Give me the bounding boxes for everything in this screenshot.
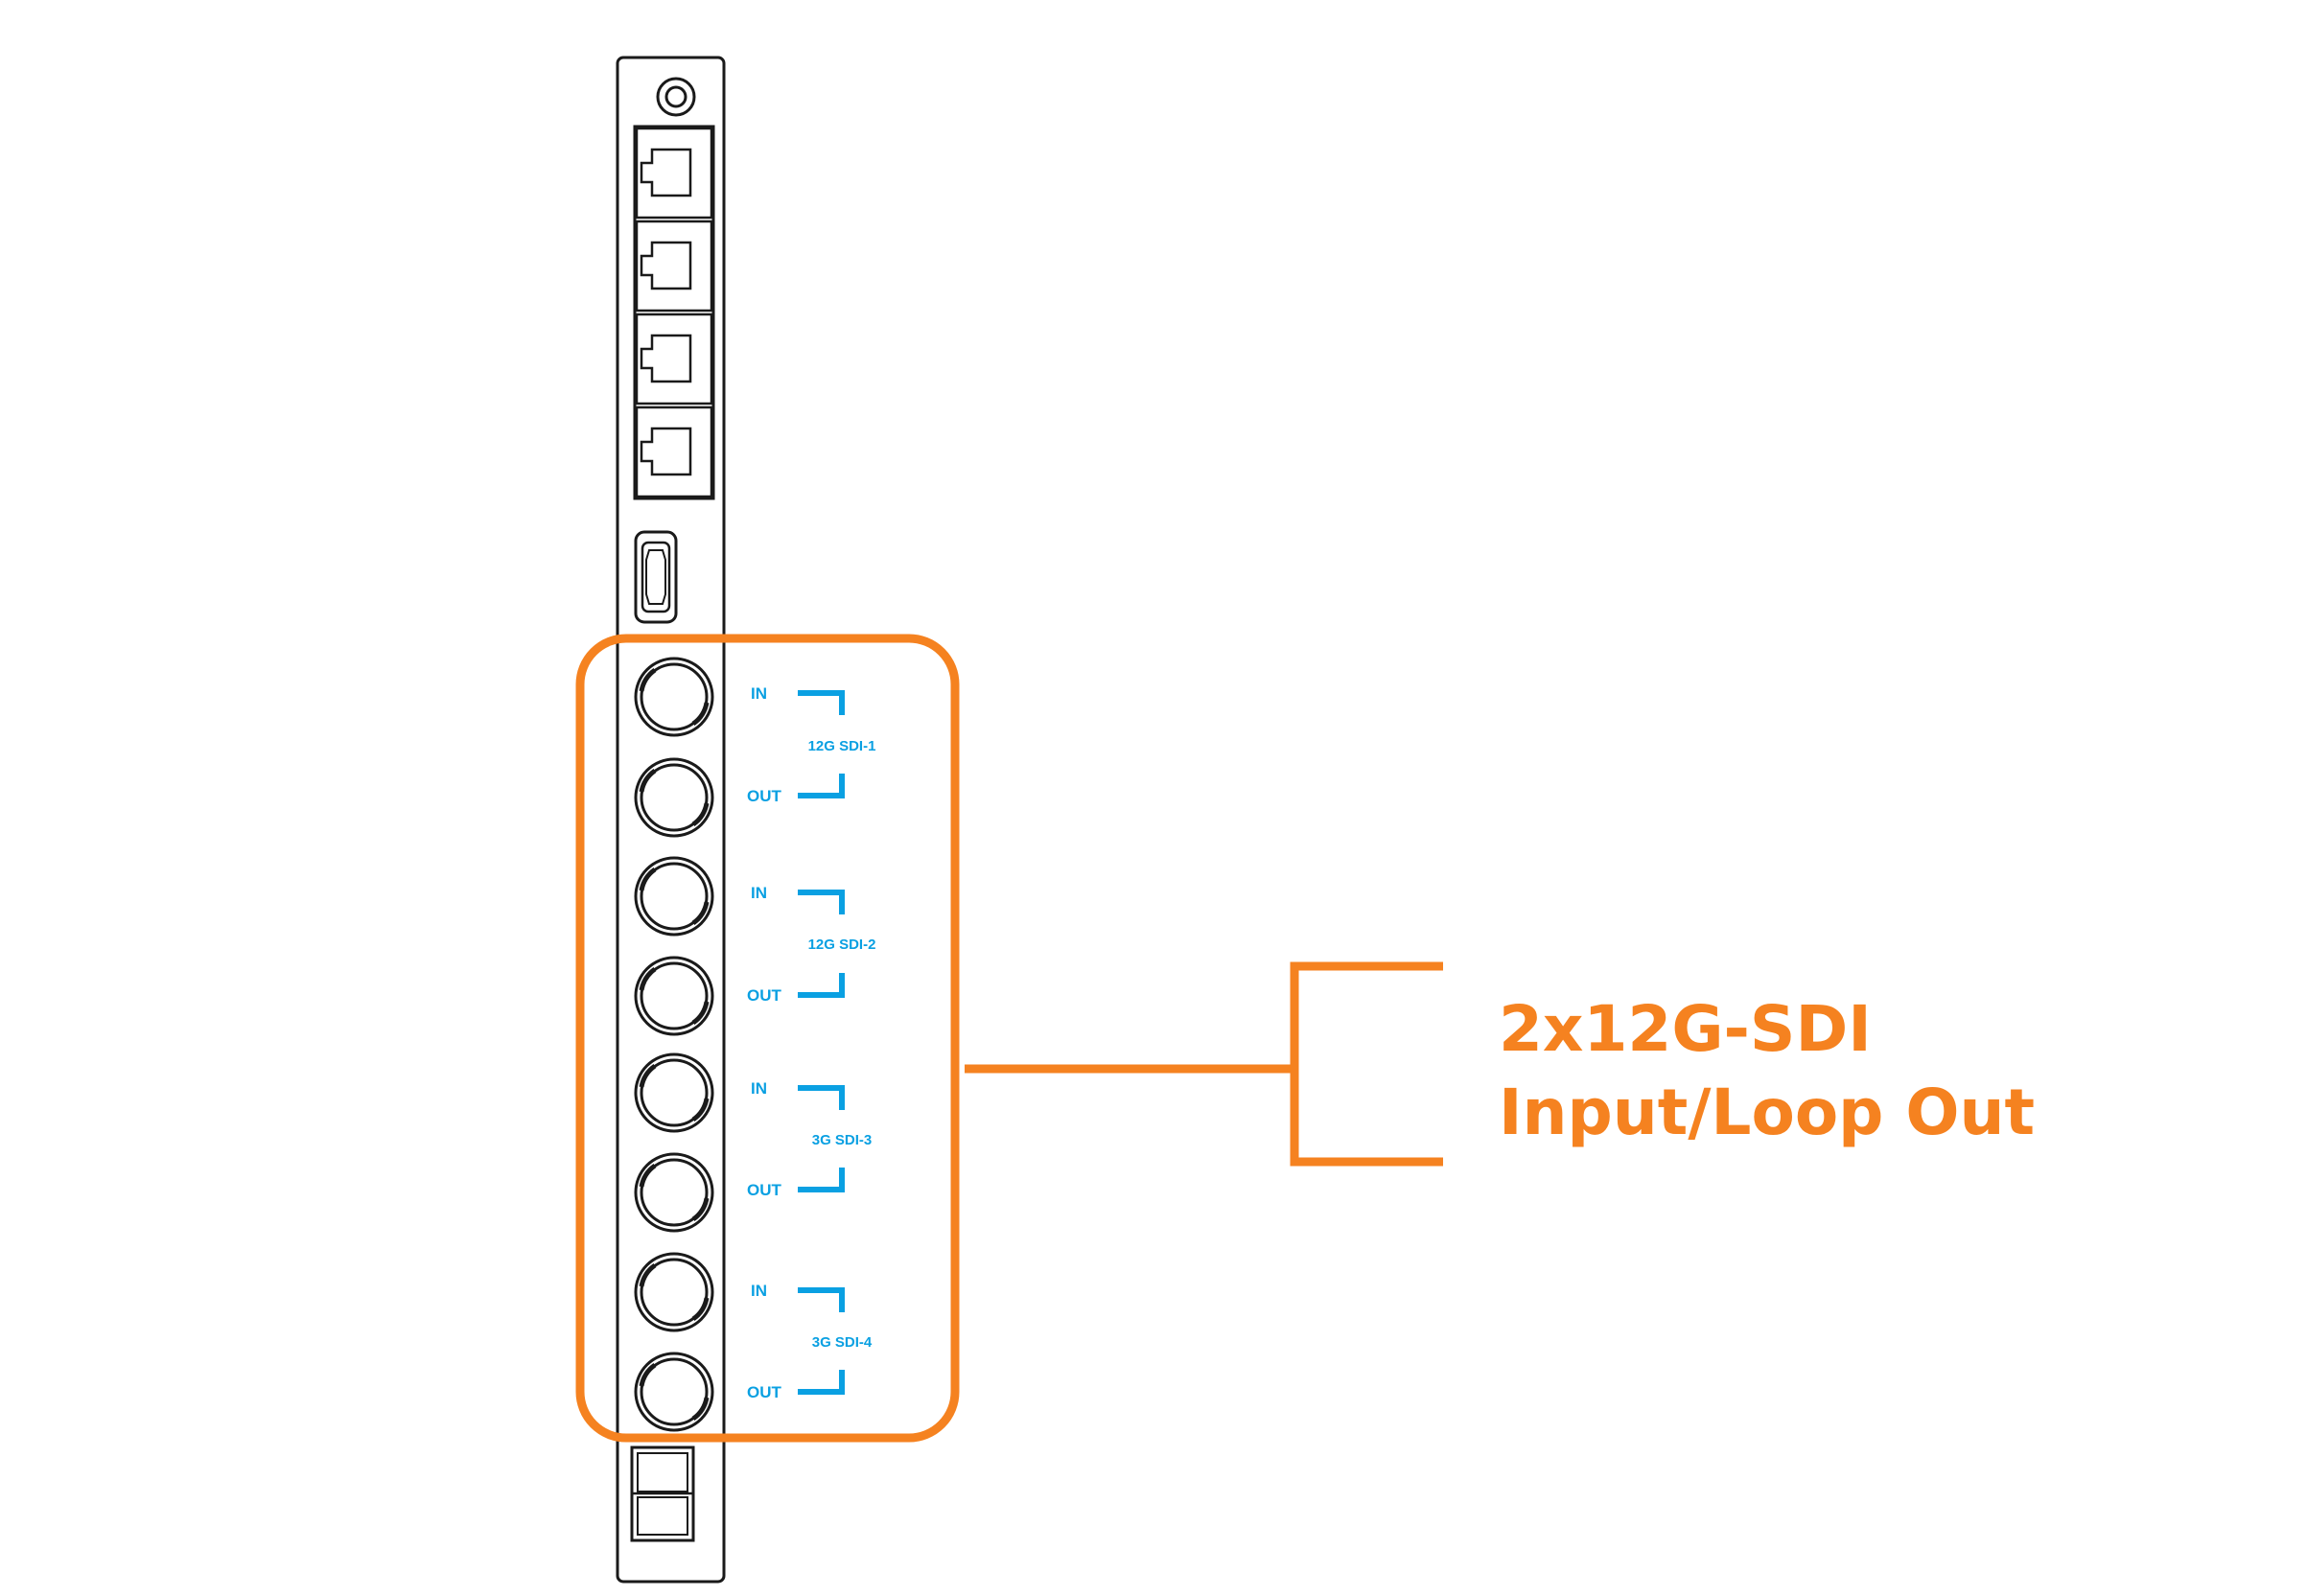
sfp-cage-icon bbox=[630, 1446, 695, 1542]
rj45-port-icon bbox=[635, 220, 713, 312]
callout-line-1: 2x12G-SDI bbox=[1499, 992, 1872, 1066]
bnc-connector-icon[interactable] bbox=[634, 1152, 714, 1233]
sdi-highlight-box bbox=[575, 634, 960, 1443]
sdi-group-name: 12G SDI-1 bbox=[808, 738, 876, 754]
bnc-connector-column bbox=[634, 657, 714, 1432]
sdi-in-label: IN bbox=[751, 884, 767, 902]
sdi-out-label: OUT bbox=[747, 1383, 782, 1401]
sdi-out-bracket bbox=[798, 1370, 845, 1395]
bnc-connector-icon[interactable] bbox=[634, 1252, 714, 1332]
sdi-in-label: IN bbox=[751, 684, 767, 703]
rj45-port-icon bbox=[635, 127, 713, 220]
bnc-connector-icon[interactable] bbox=[634, 1352, 714, 1432]
sdi-in-bracket bbox=[798, 890, 845, 914]
rj45-port-icon bbox=[635, 405, 713, 498]
bnc-connector-icon[interactable] bbox=[634, 956, 714, 1036]
power-jack-icon bbox=[656, 77, 696, 117]
sdi-out-bracket bbox=[798, 1168, 845, 1192]
sdi-out-bracket bbox=[798, 774, 845, 798]
sdi-group-name: 12G SDI-2 bbox=[808, 937, 876, 953]
sdi-in-label: IN bbox=[751, 1282, 767, 1300]
sdi-out-label: OUT bbox=[747, 1181, 782, 1199]
callout-line-2: Input/Loop Out bbox=[1499, 1076, 2035, 1149]
callout-connector bbox=[965, 961, 1443, 1167]
bnc-connector-icon[interactable] bbox=[634, 657, 714, 737]
bnc-connector-icon[interactable] bbox=[634, 757, 714, 838]
sdi-in-label: IN bbox=[751, 1079, 767, 1098]
sdi-out-bracket bbox=[798, 973, 845, 998]
sdi-group-name: 3G SDI-3 bbox=[812, 1132, 873, 1148]
sdi-in-bracket bbox=[798, 690, 845, 715]
sdi-group-name: 3G SDI-4 bbox=[812, 1334, 873, 1351]
hdmi-port-icon bbox=[634, 530, 678, 624]
sdi-in-bracket bbox=[798, 1085, 845, 1110]
sdi-out-label: OUT bbox=[747, 986, 782, 1005]
ethernet-port-stack bbox=[633, 125, 715, 500]
bnc-connector-icon[interactable] bbox=[634, 1052, 714, 1133]
rj45-port-icon bbox=[635, 312, 713, 405]
bnc-connector-icon[interactable] bbox=[634, 856, 714, 937]
sdi-in-bracket bbox=[798, 1287, 845, 1312]
sdi-out-label: OUT bbox=[747, 787, 782, 805]
